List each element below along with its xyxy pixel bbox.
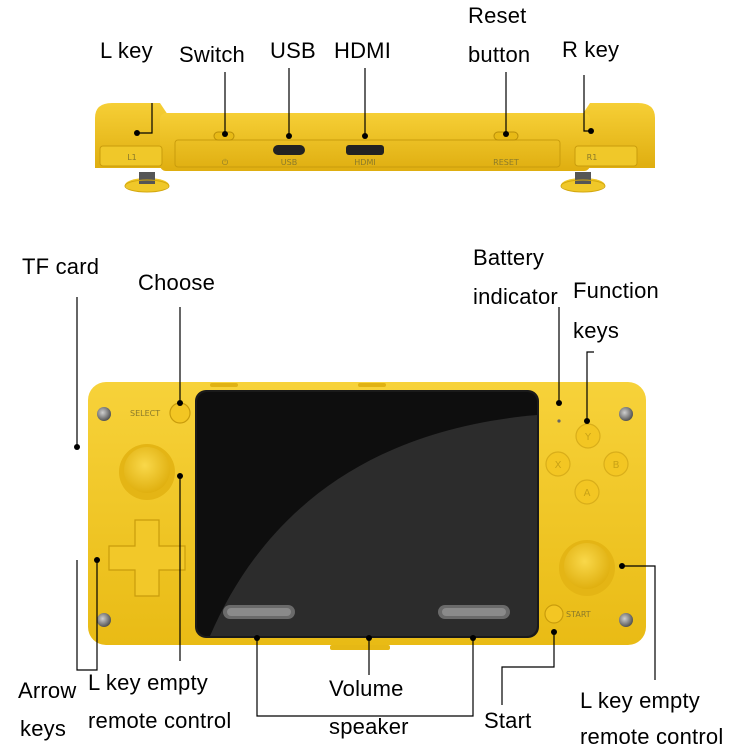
screen-reflection <box>210 415 537 636</box>
left-stick-cap-top <box>125 178 169 192</box>
r1-button <box>574 145 638 167</box>
callout-lkey-left-2: remote control <box>88 708 232 733</box>
speaker-line <box>256 638 474 717</box>
front-view: SELECT Y X B A START <box>88 382 646 650</box>
l-key-line <box>137 103 153 134</box>
callout-usb: USB <box>270 38 316 63</box>
callout-switch: Switch <box>179 42 245 67</box>
button-b <box>603 451 629 477</box>
button-x <box>545 451 571 477</box>
callout-speaker: speaker <box>329 714 409 739</box>
callout-tf-card: TF card <box>22 254 100 279</box>
dpad <box>108 519 186 597</box>
button-x-label: X <box>555 460 562 471</box>
hdmi-port-label: HDMI <box>354 158 375 167</box>
callout-lkey-right-1: L key empty <box>580 688 700 713</box>
screw-bottom-left <box>97 613 111 627</box>
callout-arrow-1: Arrow <box>18 678 77 703</box>
top-body <box>160 113 590 171</box>
start-line <box>501 632 555 705</box>
face-buttons: Y X B A <box>545 423 629 505</box>
right-stick <box>564 543 610 589</box>
start-label: START <box>566 610 591 619</box>
callout-start: Start <box>484 708 532 733</box>
r1-label: R1 <box>587 153 598 162</box>
button-y <box>575 423 601 449</box>
screw-bottom-right <box>619 613 633 627</box>
callout-function-1: Function <box>573 278 659 303</box>
callout-l-key: L key <box>100 38 153 63</box>
button-a-label: A <box>584 488 591 499</box>
reset-port-label: RESET <box>493 158 519 167</box>
callout-reset-2: button <box>468 42 531 67</box>
port-panel <box>174 139 561 168</box>
button-b-label: B <box>613 460 620 471</box>
left-stick-shaft <box>139 172 155 184</box>
right-stick-shaft <box>575 172 591 184</box>
callout-battery-2: indicator <box>473 284 558 309</box>
callout-volume: Volume <box>329 676 404 701</box>
arrow-keys-line <box>76 560 98 671</box>
button-y-label: Y <box>584 432 592 443</box>
function-line <box>586 351 594 421</box>
callout-arrow-2: keys <box>20 716 67 741</box>
right-stick-line <box>622 565 656 680</box>
screw-top-left <box>97 407 111 421</box>
top-view: L1 R1 ⏻ USB HDMI RESET <box>95 103 655 193</box>
callout-lkey-left-1: L key empty <box>88 670 208 695</box>
volume-rocker <box>330 645 390 650</box>
hdmi-port <box>346 145 384 155</box>
battery-led <box>557 419 561 423</box>
l1-button <box>99 145 163 167</box>
callout-reset-1: Reset <box>468 3 527 28</box>
screw-top-right <box>619 407 633 421</box>
callout-lkey-right-2: remote control <box>580 724 724 749</box>
power-glyph: ⏻ <box>222 158 229 167</box>
usb-port-label: USB <box>281 158 297 167</box>
callout-function-2: keys <box>573 318 620 343</box>
l1-label: L1 <box>127 153 137 162</box>
usb-port <box>273 145 305 155</box>
callout-r-key: R key <box>562 37 620 62</box>
button-a <box>574 479 600 505</box>
select-label: SELECT <box>130 409 160 418</box>
callout-choose: Choose <box>138 270 216 295</box>
start-button <box>544 604 564 624</box>
callout-battery-1: Battery <box>473 245 545 270</box>
right-stick-cap-top <box>561 178 605 192</box>
left-stick <box>124 447 170 493</box>
callout-hdmi: HDMI <box>334 38 392 63</box>
